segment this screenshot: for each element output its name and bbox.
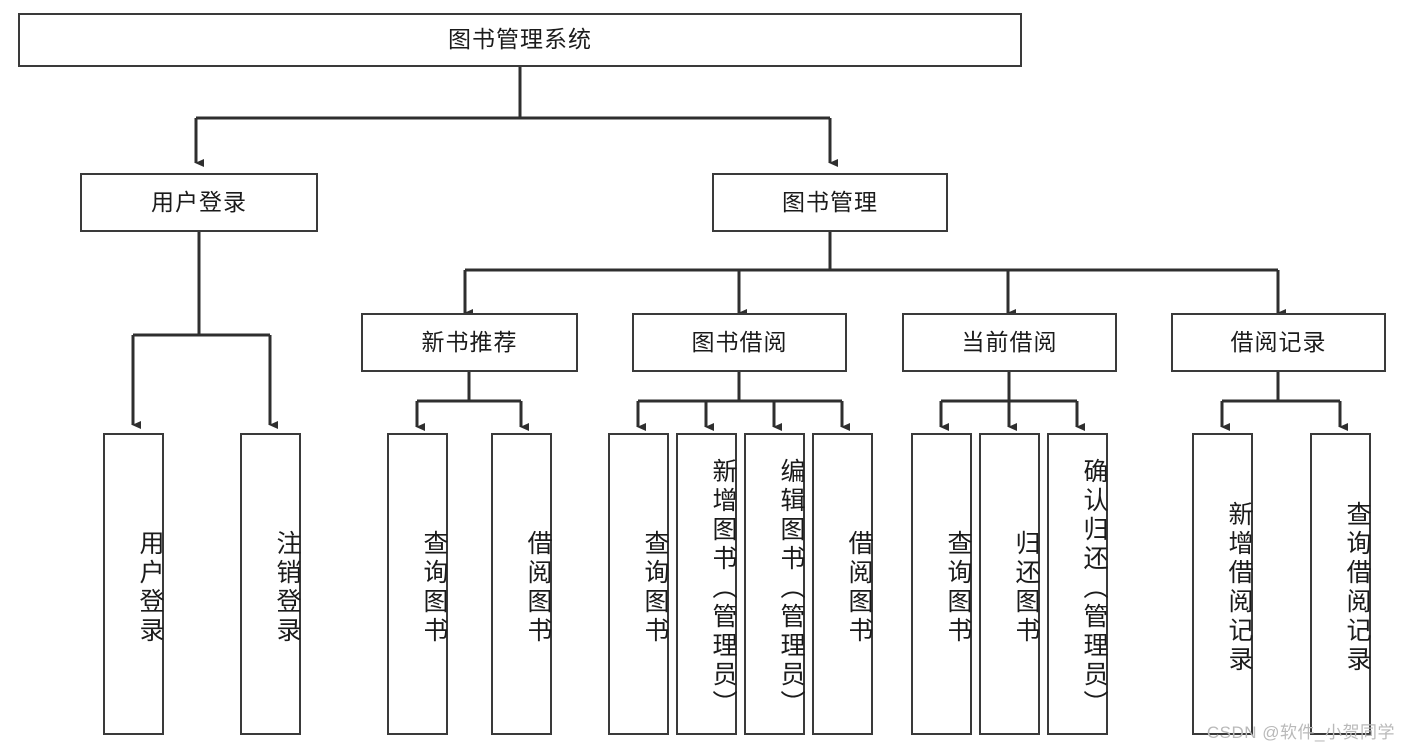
node-leaf-edit-book-label: 编辑图书（管理员） [777,457,805,719]
node-root[interactable]: 图书管理系统 [18,13,1022,67]
node-leaf-return-book-label: 归还图书 [1012,530,1040,646]
node-leaf-user-login[interactable]: 用户登录 [103,433,164,735]
node-leaf-query-book-1-label: 查询图书 [420,530,448,646]
node-leaf-query-book-1[interactable]: 查询图书 [387,433,448,735]
node-leaf-logout-login-label: 注销登录 [273,530,301,646]
node-leaf-add-book-label: 新增图书（管理员） [709,457,737,719]
node-book-borrow-label: 图书借阅 [691,328,788,355]
node-user-login[interactable]: 用户登录 [80,173,318,232]
node-book-manage[interactable]: 图书管理 [712,173,948,232]
node-book-manage-label: 图书管理 [782,188,878,215]
node-leaf-confirm-return-label: 确认归还（管理员） [1080,457,1108,719]
node-leaf-query-record[interactable]: 查询借阅记录 [1310,433,1371,735]
node-leaf-add-book[interactable]: 新增图书（管理员） [676,433,737,735]
node-leaf-add-record[interactable]: 新增借阅记录 [1192,433,1253,735]
node-leaf-return-book[interactable]: 归还图书 [979,433,1040,735]
node-leaf-query-book-3-label: 查询图书 [944,530,972,646]
node-new-book-recommend[interactable]: 新书推荐 [361,313,578,372]
node-leaf-logout-login[interactable]: 注销登录 [240,433,301,735]
node-leaf-query-book-2[interactable]: 查询图书 [608,433,669,735]
node-borrow-record[interactable]: 借阅记录 [1171,313,1386,372]
node-leaf-borrow-book-2[interactable]: 借阅图书 [812,433,873,735]
node-user-login-label: 用户登录 [151,188,247,215]
node-root-label: 图书管理系统 [448,26,592,53]
node-leaf-confirm-return[interactable]: 确认归还（管理员） [1047,433,1108,735]
node-leaf-user-login-label: 用户登录 [136,530,164,646]
node-current-borrow-label: 当前借阅 [961,328,1058,355]
node-leaf-query-book-3[interactable]: 查询图书 [911,433,972,735]
csdn-watermark: CSDN @软件_小贺同学 [1206,723,1395,742]
node-leaf-query-record-label: 查询借阅记录 [1343,501,1371,675]
node-leaf-borrow-book-1-label: 借阅图书 [524,530,552,646]
node-book-borrow[interactable]: 图书借阅 [632,313,847,372]
node-new-book-recommend-label: 新书推荐 [421,328,518,355]
node-current-borrow[interactable]: 当前借阅 [902,313,1117,372]
node-leaf-edit-book[interactable]: 编辑图书（管理员） [744,433,805,735]
node-leaf-borrow-book-2-label: 借阅图书 [845,530,873,646]
node-leaf-borrow-book-1[interactable]: 借阅图书 [491,433,552,735]
node-borrow-record-label: 借阅记录 [1230,328,1327,355]
node-leaf-add-record-label: 新增借阅记录 [1225,501,1253,675]
node-leaf-query-book-2-label: 查询图书 [641,530,669,646]
